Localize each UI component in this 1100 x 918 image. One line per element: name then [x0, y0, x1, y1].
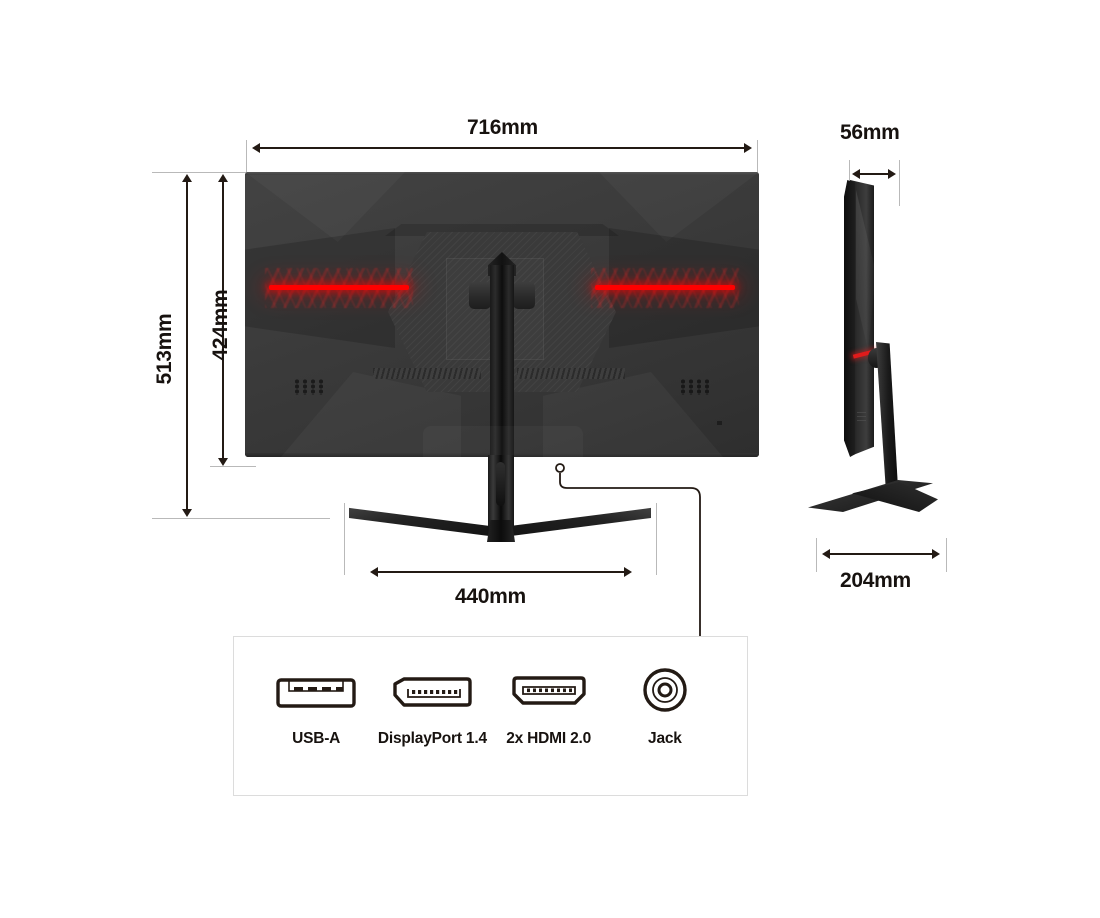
ports-panel: USB-A DisplayPort 1.4	[233, 636, 748, 796]
dimension-label-panel-height: 424mm	[209, 289, 232, 361]
rgb-bar-right	[595, 285, 735, 290]
port-label-hdmi: 2x HDMI 2.0	[506, 730, 592, 747]
ext-line-base-depth-right	[946, 538, 947, 572]
ext-line-total-height-bottom	[152, 518, 330, 519]
stand-base-center	[487, 520, 515, 542]
displayport-icon	[392, 667, 473, 713]
ext-line-base-width-right	[656, 503, 657, 575]
port-label-usb-a: USB-A	[292, 730, 341, 747]
dimension-label-depth: 56mm	[840, 121, 900, 144]
vent-strip-left	[373, 368, 481, 379]
ext-line-depth-left	[849, 160, 850, 200]
stand-pivot-knob-right	[513, 282, 535, 309]
stand-pivot-knob-left	[469, 282, 491, 309]
side-vent	[857, 412, 866, 424]
rgb-light-strip-right	[591, 268, 739, 308]
stand-neck	[490, 265, 514, 457]
dimension-arrow-depth	[852, 168, 896, 179]
rear-lower-panel	[423, 426, 583, 457]
stand-base-wing-left	[349, 507, 489, 536]
port-item-displayport: DisplayPort 1.4	[377, 667, 487, 748]
dimension-arrow-panel-height	[217, 174, 228, 466]
dimension-arrow-base-depth	[822, 548, 940, 559]
ext-line-base-width-left	[344, 503, 345, 575]
rear-top-edge	[245, 172, 759, 175]
ext-line-panel-height-bottom	[210, 466, 256, 467]
ports-row: USB-A DisplayPort 1.4	[234, 667, 747, 748]
monitor-rear-view	[245, 172, 759, 457]
port-leader-line	[555, 463, 701, 640]
ext-line-width-left	[246, 140, 247, 174]
rgb-bar-left	[269, 285, 409, 290]
ext-line-depth-right	[899, 160, 900, 206]
speaker-grille-right	[679, 379, 711, 395]
side-panel-bezel	[844, 180, 855, 457]
ext-line-total-height-top	[152, 172, 252, 173]
ext-line-base-depth-left	[816, 538, 817, 572]
hdmi-icon	[509, 667, 589, 713]
port-label-displayport: DisplayPort 1.4	[377, 730, 487, 747]
ext-line-width-right	[757, 140, 758, 174]
port-label-jack: Jack	[648, 730, 682, 747]
port-item-jack: Jack	[610, 667, 720, 748]
dimension-label-total-height: 513mm	[153, 313, 176, 385]
port-item-hdmi: 2x HDMI 2.0	[494, 667, 604, 748]
monitor-side-view	[800, 180, 1000, 540]
speaker-grille-left	[293, 379, 325, 395]
side-stand-arm	[876, 342, 898, 494]
dimension-label-base-depth: 204mm	[840, 569, 911, 592]
dimension-label-base-width: 440mm	[455, 585, 526, 608]
vent-strip-right	[517, 368, 625, 379]
dimension-arrow-base-width	[370, 566, 632, 577]
rgb-light-strip-left	[265, 268, 413, 308]
dimension-label-width: 716mm	[467, 116, 538, 139]
usb-a-icon	[276, 667, 356, 713]
audio-jack-icon	[642, 667, 688, 713]
dimension-arrow-total-height	[181, 174, 192, 517]
stand-column-slot	[496, 462, 505, 506]
dimension-arrow-width	[252, 142, 752, 153]
power-led-indicator	[717, 421, 722, 425]
port-item-usb-a: USB-A	[261, 667, 371, 748]
